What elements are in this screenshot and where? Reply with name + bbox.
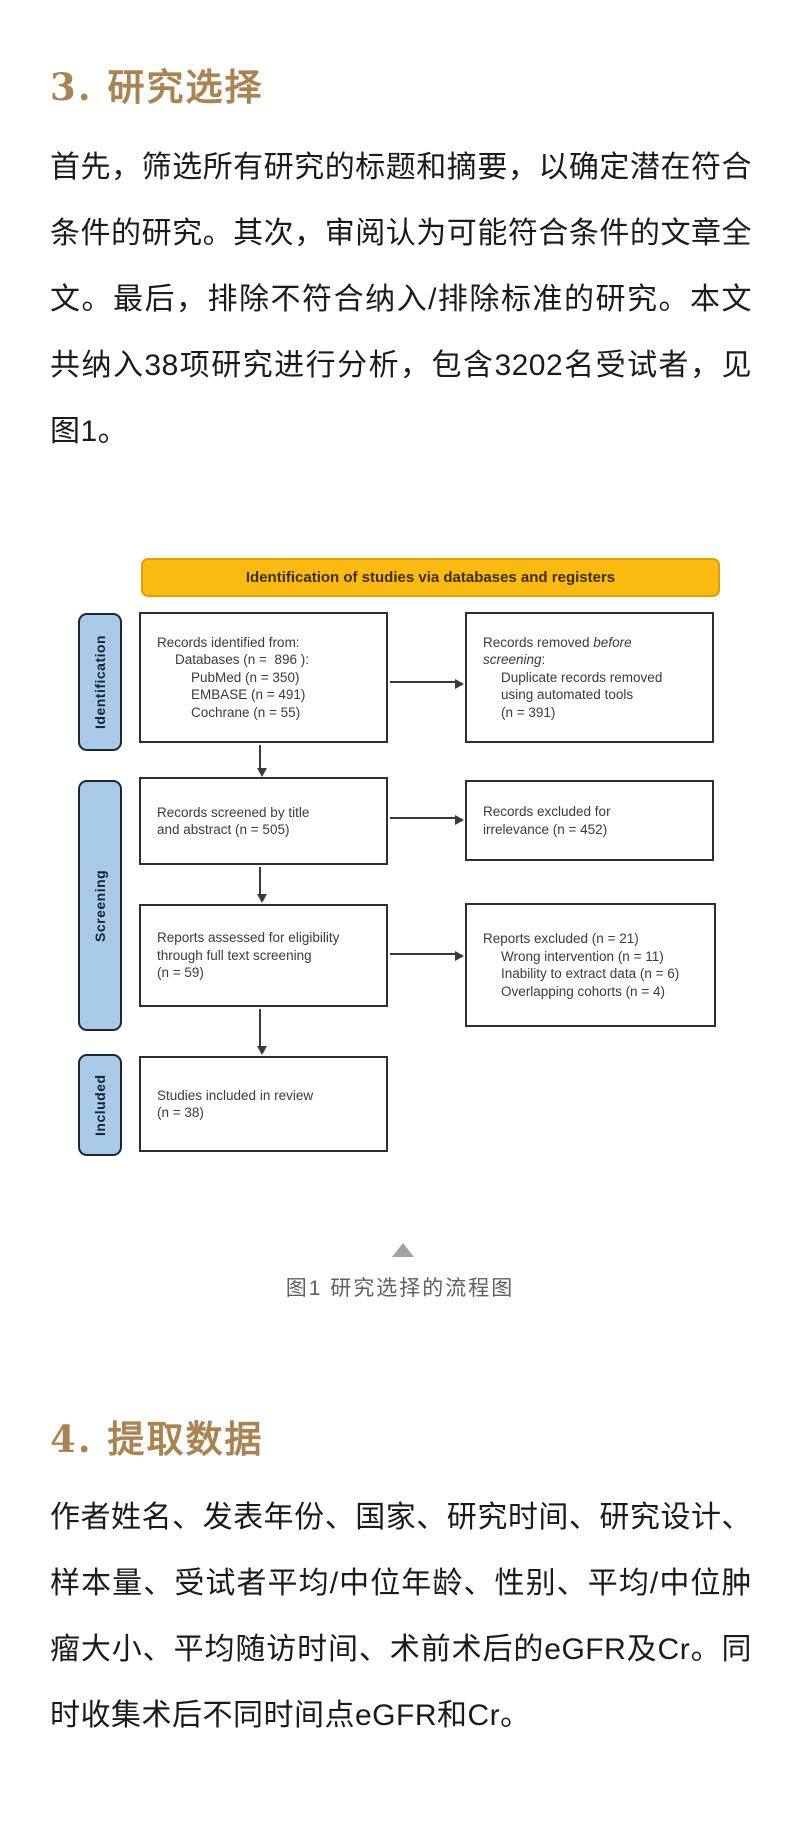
section-3-paragraph: 首先，筛选所有研究的标题和摘要，以确定潜在符合条件的研究。其次，审阅认为可能符合… [50,151,752,448]
flow-box-records-identified: Records identified from: Databases (n = 8… [139,612,388,743]
arrow-right-row1-icon [390,679,464,689]
flow-box-line: Reports assessed for eligibility [157,930,340,946]
flow-box-line: Inability to extract data (n = 6) [501,966,680,981]
flow-box-line: PubMed (n = 350) [191,669,300,685]
section-4-paragraph: 作者姓名、发表年份、国家、研究时间、研究设计、样本量、受试者平均/中位年龄、性别… [50,1501,752,1732]
flow-box-line: EMBASE (n = 491) [191,687,306,703]
flow-box-line: (n = 59) [157,965,204,981]
flow-box-line: Overlapping cohorts (n = 4) [501,983,665,999]
flow-box-records-screened: Records screened by title and abstract (n… [139,777,388,865]
flow-box-line: Reports excluded (n = 21) [483,931,639,946]
figure-caption: 图1 研究选择的流程图 [285,1277,515,1300]
diagram-title-banner: Identification of studies via databases … [141,558,720,597]
flow-box-records-excluded: Records excluded for irrelevance (n = 452… [465,780,714,861]
collapse-triangle-icon [392,1243,414,1257]
arrow-right-row3-icon [390,951,464,961]
flow-box-line: Wrong intervention (n = 11) [501,948,664,964]
arrow-down-3-icon [257,1009,267,1055]
flow-box-line: through full text screening [157,947,312,963]
section-3-heading: 3. 研究选择 [50,64,264,109]
stage-label-identification: Identification [78,613,122,751]
flow-box-records-removed: Records removed before screening:Duplicat… [465,612,714,743]
stage-label-screening: Screening [78,780,122,1031]
flow-box-line: Records identified from: [157,634,300,650]
flow-box-line: Records removed before [483,634,632,650]
flow-box-line: Cochrane (n = 55) [191,704,301,720]
flow-box-line: screening: [483,652,546,668]
flow-box-line: irrelevance (n = 452) [483,821,608,837]
flow-box-reports-excluded: Reports excluded (n = 21) Wrong intervent… [465,903,716,1027]
arrow-down-1-icon [257,745,267,777]
flow-box-line: Databases (n = 896 ): [175,652,309,668]
prisma-flow-diagram: Identification of studies via databases … [65,545,755,1245]
flow-box-line: Studies included in review [157,1087,314,1103]
flow-box-line: Records screened by title [157,804,310,820]
flow-box-line: (n = 391) [501,704,556,720]
flow-box-line: (n = 38) [157,1105,204,1120]
arrow-down-2-icon [257,867,267,903]
flow-box-line: and abstract (n = 505) [157,822,290,837]
flow-box-line: Records excluded for [483,804,611,819]
flow-box-line: Duplicate records removed [501,669,663,685]
stage-label-included: Included [78,1054,122,1156]
arrow-right-row2-icon [390,815,464,825]
flow-box-line: using automated tools [501,687,634,703]
flow-box-studies-included: Studies included in review (n = 38) [139,1056,388,1152]
section-4-heading: 4. 提取数据 [50,1416,264,1461]
